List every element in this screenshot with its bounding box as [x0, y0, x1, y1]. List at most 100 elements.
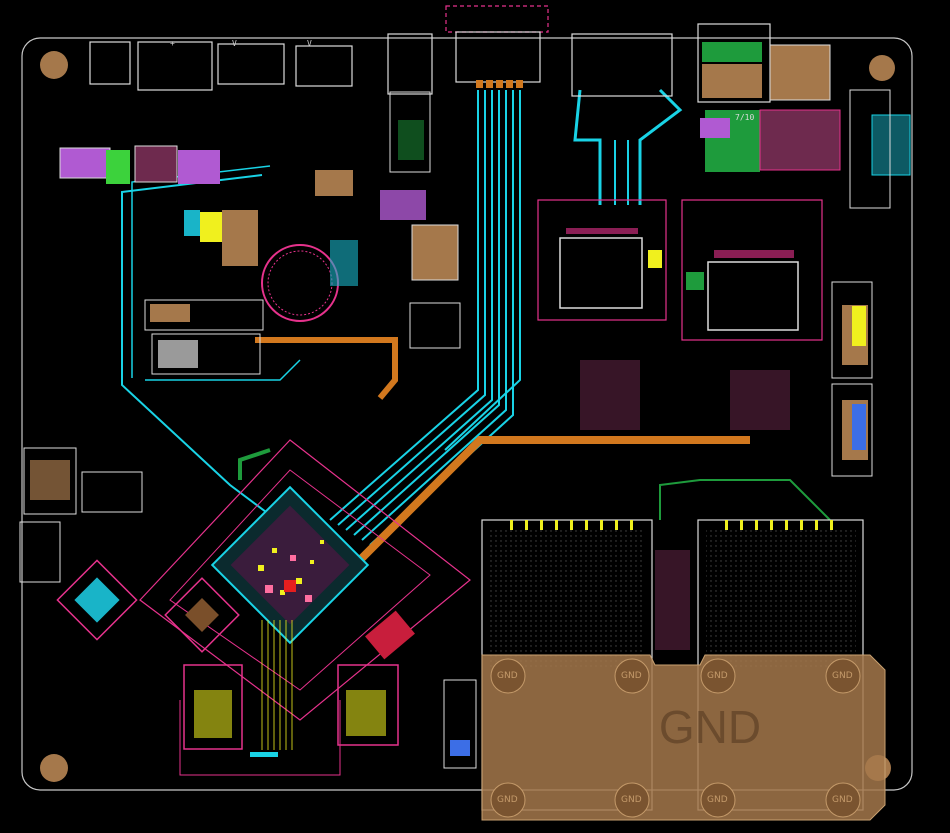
right-module-2[interactable] — [831, 383, 873, 477]
gnd-pour-label: GND — [658, 701, 762, 753]
phy-1-pads — [566, 228, 638, 234]
bottom-blue-fill — [450, 740, 470, 756]
green-block-tr — [702, 42, 762, 62]
cyan-trace-left-2 — [131, 165, 271, 378]
bl-component-c[interactable] — [19, 521, 61, 583]
memory-chip-2[interactable] — [337, 664, 399, 746]
module-b-shield — [706, 528, 856, 668]
gnd-pad-label: GND — [497, 671, 518, 681]
bl-component-a[interactable] — [23, 447, 77, 515]
connector-top-3[interactable] — [217, 43, 285, 85]
right-module-1-yellow — [852, 306, 866, 346]
phy-chip-1-outline[interactable] — [537, 199, 667, 321]
mid-component-d — [380, 190, 426, 220]
header-marker: V — [232, 39, 237, 48]
yellow-traces — [261, 620, 293, 750]
orange-trace-long — [357, 436, 750, 563]
gnd-pad-label: GND — [621, 671, 642, 681]
gnd-pad-label: GND — [497, 795, 518, 805]
left-ic-brown — [222, 210, 258, 266]
red-component — [365, 610, 415, 660]
orange-trace-upper — [255, 337, 398, 400]
left-ic-cyan — [184, 210, 200, 236]
mid-component-a-fill — [398, 120, 424, 160]
bl-component-b[interactable] — [81, 471, 143, 513]
cyan-bus — [329, 90, 521, 546]
phy-chip-1 — [559, 237, 643, 309]
connector-top-5[interactable] — [387, 33, 433, 95]
brown-block-tr — [702, 64, 762, 98]
left-connector-b — [106, 150, 130, 184]
bottom-blue-component[interactable] — [443, 679, 477, 769]
connector-top-2[interactable] — [137, 41, 213, 91]
memory-chip-2-fill — [346, 690, 386, 736]
gnd-copper-pour — [481, 654, 886, 821]
usb-pin-pads — [476, 80, 523, 88]
left-ic-yellow — [200, 212, 222, 242]
cyan-trace-eth-2 — [638, 88, 683, 205]
cyan-trace-mid — [145, 359, 301, 381]
mcu-pads-pink — [265, 555, 312, 602]
phy-chip-2-outline[interactable] — [681, 199, 823, 341]
mcu-keepout-inner — [169, 469, 431, 691]
top-connector-outline — [445, 5, 549, 33]
right-edge-cyan — [871, 114, 911, 176]
green-trace-left — [238, 448, 271, 480]
violet-block-tr — [700, 118, 730, 138]
left-ic-row-2-fill — [158, 340, 198, 368]
right-module-2-blue — [852, 404, 866, 450]
connector-top-1[interactable] — [89, 41, 131, 85]
gnd-pad-label: GND — [832, 671, 853, 681]
connector-top-4[interactable] — [295, 45, 353, 87]
mid-component-c[interactable] — [409, 302, 461, 349]
memory-chip-1[interactable] — [183, 664, 243, 750]
mounting-hole-bl — [40, 754, 68, 782]
header-marker: V — [307, 39, 312, 48]
phy-2-green — [686, 272, 704, 290]
mid-component-e — [315, 170, 353, 196]
gnd-pad-label: GND — [832, 795, 853, 805]
mcu-center-red — [284, 580, 296, 592]
mid-component-a[interactable] — [389, 91, 431, 173]
cyan-trace-left — [121, 174, 331, 561]
coin-cell-inner — [267, 250, 333, 316]
left-connector-d — [178, 150, 220, 184]
memory-chip-1-fill — [194, 690, 232, 738]
left-ic-row-fill — [150, 304, 190, 322]
mounting-hole-tr — [869, 55, 895, 81]
right-module-1[interactable] — [831, 281, 873, 379]
left-connector-c — [134, 145, 178, 183]
left-connector-a[interactable] — [59, 147, 111, 179]
mcu-chip[interactable] — [210, 485, 370, 645]
bga-chip[interactable] — [164, 577, 240, 653]
left-ic-row[interactable] — [144, 299, 264, 331]
connector-top-usb[interactable] — [455, 31, 541, 83]
pink-block-tr — [759, 109, 841, 171]
gnd-pad-label: GND — [707, 795, 728, 805]
board-outline — [21, 37, 913, 791]
crystal-module[interactable] — [56, 559, 138, 641]
connector-rj45[interactable] — [571, 33, 673, 97]
mcu-keepout — [139, 439, 471, 721]
cyan-trace-eth — [573, 89, 602, 205]
coin-cell-battery[interactable] — [261, 244, 339, 322]
header-marker: + — [170, 39, 175, 48]
bottom-silk — [250, 752, 278, 757]
component-cluster-mid — [580, 360, 790, 650]
module-a-shield — [490, 528, 644, 668]
brown-module-tr — [769, 44, 831, 101]
connector-text: 7/10 — [735, 113, 755, 122]
module-b-pins — [725, 520, 833, 530]
phy-chip-2 — [707, 261, 799, 331]
gnd-pad-label: GND — [621, 795, 642, 805]
bl-component-a-fill — [30, 460, 70, 500]
mounting-hole-tl — [40, 51, 68, 79]
left-ic-row-2[interactable] — [151, 333, 261, 375]
mid-component-b[interactable] — [411, 224, 459, 281]
mcu-pads — [258, 540, 324, 595]
module-a-pins — [510, 520, 633, 530]
right-edge-block — [849, 89, 891, 209]
gnd-pad-circles — [490, 658, 861, 818]
phy-2-pads — [714, 250, 794, 258]
